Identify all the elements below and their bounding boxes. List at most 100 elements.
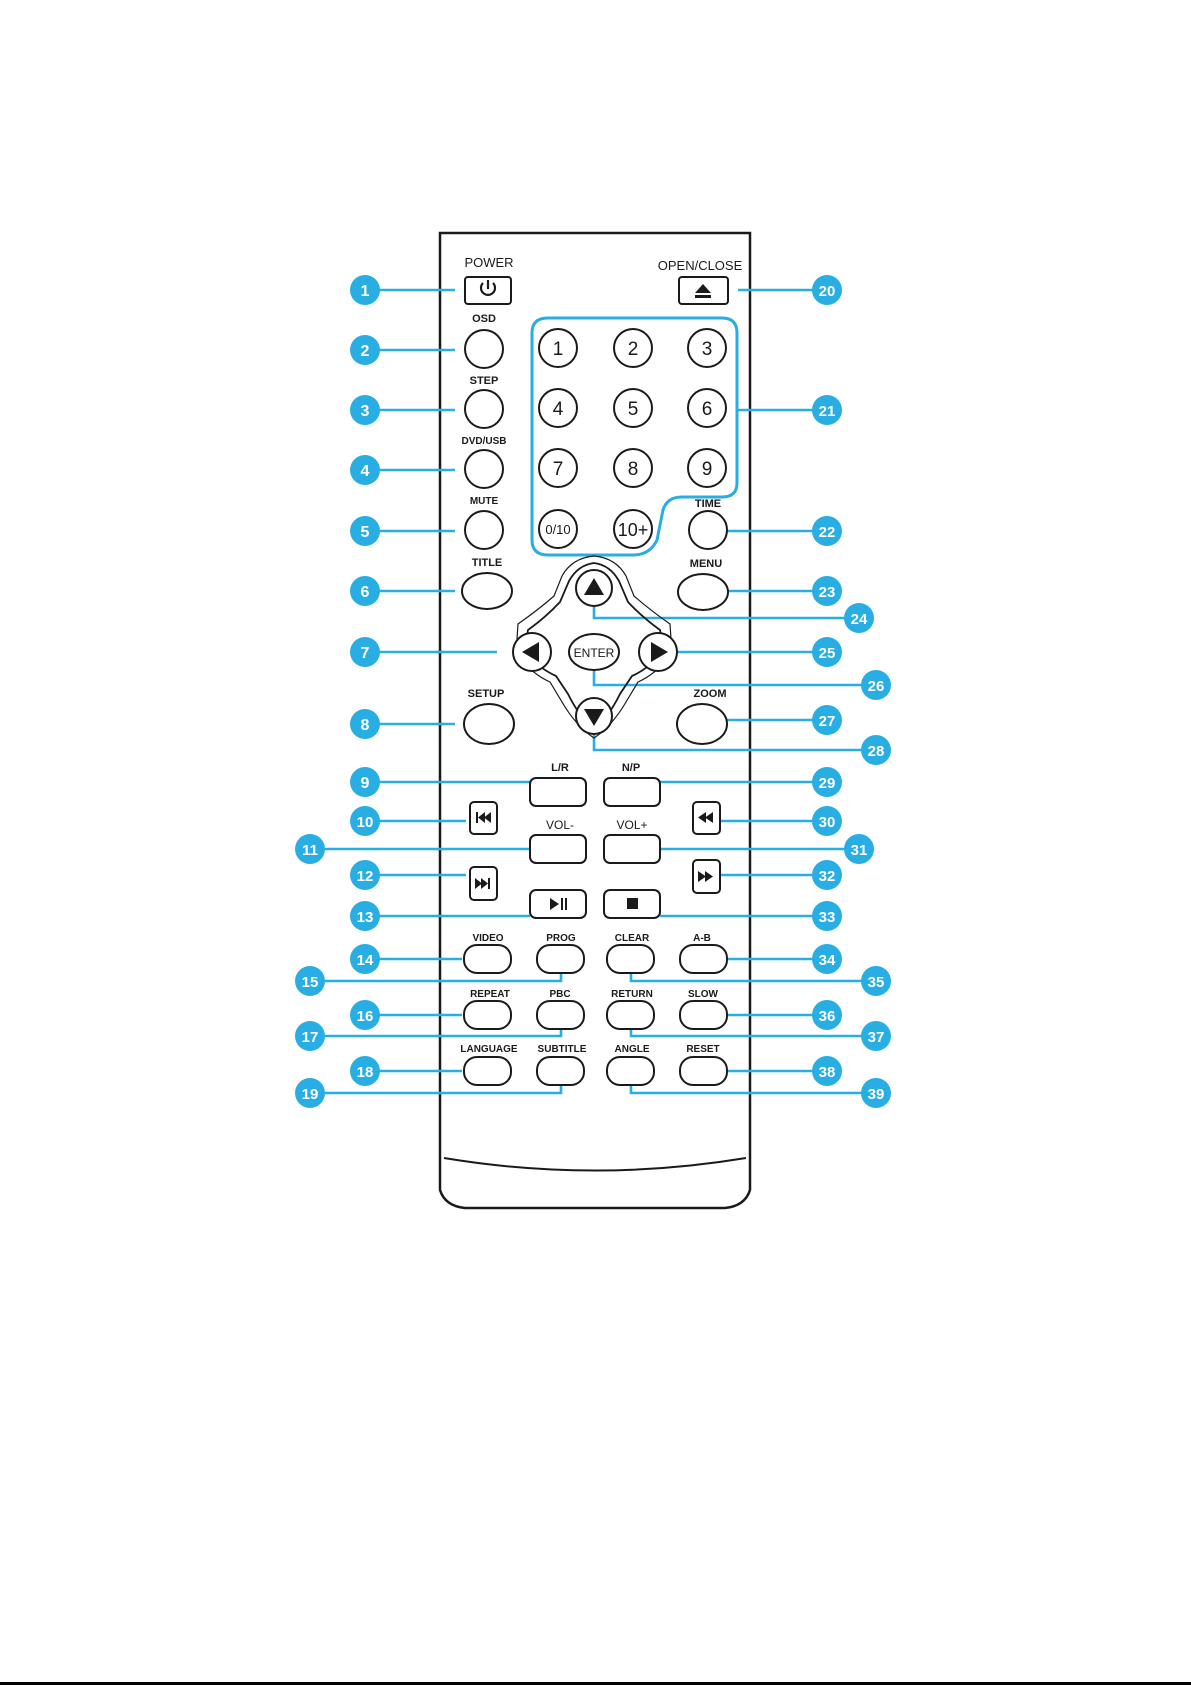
reset-label: RESET	[686, 1044, 719, 1055]
zoom-label: ZOOM	[694, 688, 727, 700]
svg-text:29: 29	[819, 775, 836, 792]
language-label: LANGUAGE	[460, 1044, 518, 1055]
callout-25: 25	[812, 637, 842, 667]
setup-button[interactable]	[464, 704, 514, 744]
clear-label: CLEAR	[615, 933, 650, 944]
callout-18: 18	[350, 1056, 380, 1086]
subtitle-button[interactable]	[537, 1057, 584, 1085]
setup-label: SETUP	[468, 688, 505, 700]
callout-1: 1	[350, 275, 380, 305]
pbc-button[interactable]	[537, 1001, 584, 1029]
stop-icon	[627, 898, 638, 909]
slow-button[interactable]	[680, 1001, 727, 1029]
repeat-button[interactable]	[464, 1001, 511, 1029]
step-button[interactable]	[465, 390, 503, 428]
callout-6: 6	[350, 576, 380, 606]
title-button[interactable]	[462, 573, 512, 609]
mute-button[interactable]	[465, 511, 503, 549]
callout-3: 3	[350, 395, 380, 425]
time-button[interactable]	[689, 511, 727, 549]
svg-text:17: 17	[302, 1029, 319, 1046]
play-pause-button[interactable]	[530, 890, 586, 918]
menu-button[interactable]	[678, 574, 728, 610]
left-button[interactable]	[513, 633, 551, 671]
svg-text:32: 32	[819, 868, 836, 885]
svg-text:25: 25	[819, 645, 836, 662]
vol-minus-button[interactable]	[530, 835, 586, 863]
svg-text:30: 30	[819, 814, 836, 831]
power-button[interactable]	[465, 277, 511, 304]
ab-label: A-B	[693, 933, 711, 944]
svg-text:13: 13	[357, 909, 374, 926]
svg-text:15: 15	[302, 974, 319, 991]
open-close-button[interactable]	[679, 277, 728, 304]
return-button[interactable]	[607, 1001, 654, 1029]
previous-button[interactable]	[470, 802, 497, 834]
svg-text:39: 39	[868, 1086, 885, 1103]
callout-14: 14	[350, 944, 380, 974]
callout-26: 26	[861, 670, 891, 700]
ab-button[interactable]	[680, 945, 727, 973]
time-label: TIME	[695, 498, 721, 510]
menu-label: MENU	[690, 558, 722, 570]
svg-text:4: 4	[361, 463, 370, 480]
callout-30: 30	[812, 806, 842, 836]
dvd-usb-button[interactable]	[465, 450, 503, 488]
numpad-key-9-label: 9	[702, 459, 713, 480]
svg-text:1: 1	[361, 283, 370, 300]
svg-text:21: 21	[819, 403, 836, 420]
callout-17: 17	[295, 1021, 325, 1051]
prog-button[interactable]	[537, 945, 584, 973]
mute-label: MUTE	[470, 496, 499, 507]
callout-9: 9	[350, 767, 380, 797]
lr-button[interactable]	[530, 778, 586, 806]
callout-13: 13	[350, 901, 380, 931]
svg-text:37: 37	[868, 1029, 885, 1046]
svg-text:38: 38	[819, 1064, 836, 1081]
down-button[interactable]	[576, 698, 612, 734]
slow-label: SLOW	[688, 989, 719, 1000]
repeat-label: REPEAT	[470, 989, 510, 1000]
callout-8: 8	[350, 709, 380, 739]
svg-text:28: 28	[868, 743, 885, 760]
angle-button[interactable]	[607, 1057, 654, 1085]
enter-button[interactable]: ENTER	[569, 634, 619, 670]
enter-label: ENTER	[574, 646, 615, 660]
right-button[interactable]	[639, 633, 677, 671]
callout-7: 7	[350, 637, 380, 667]
rewind-button[interactable]	[693, 802, 720, 834]
numpad-key-7-label: 7	[553, 459, 564, 480]
vol-plus-button[interactable]	[604, 835, 660, 863]
svg-text:27: 27	[819, 713, 836, 730]
fast-forward-button[interactable]	[693, 860, 720, 893]
stop-button[interactable]	[604, 890, 660, 918]
numpad-key-4-label: 4	[553, 399, 564, 420]
osd-button[interactable]	[465, 330, 503, 368]
np-button[interactable]	[604, 778, 660, 806]
svg-text:6: 6	[361, 584, 370, 601]
callout-38: 38	[812, 1056, 842, 1086]
callout-22: 22	[812, 516, 842, 546]
svg-text:24: 24	[851, 611, 868, 628]
svg-text:11: 11	[302, 842, 318, 859]
callout-34: 34	[812, 944, 842, 974]
prog-label: PROG	[546, 933, 576, 944]
title-label: TITLE	[472, 557, 503, 569]
next-button[interactable]	[470, 867, 497, 900]
language-button[interactable]	[464, 1057, 511, 1085]
svg-text:20: 20	[819, 283, 836, 300]
vol-minus-label: VOL-	[546, 818, 574, 832]
callout-33: 33	[812, 901, 842, 931]
up-button[interactable]	[576, 570, 612, 606]
svg-text:34: 34	[819, 952, 836, 969]
svg-text:10: 10	[357, 814, 374, 831]
pbc-label: PBC	[549, 989, 570, 1000]
callout-11: 11	[295, 834, 325, 864]
numpad-key-10-plus-label: 10+	[618, 520, 649, 540]
osd-label: OSD	[472, 313, 496, 325]
clear-button[interactable]	[607, 945, 654, 973]
zoom-button[interactable]	[677, 704, 727, 744]
video-button[interactable]	[464, 945, 511, 973]
reset-button[interactable]	[680, 1057, 727, 1085]
